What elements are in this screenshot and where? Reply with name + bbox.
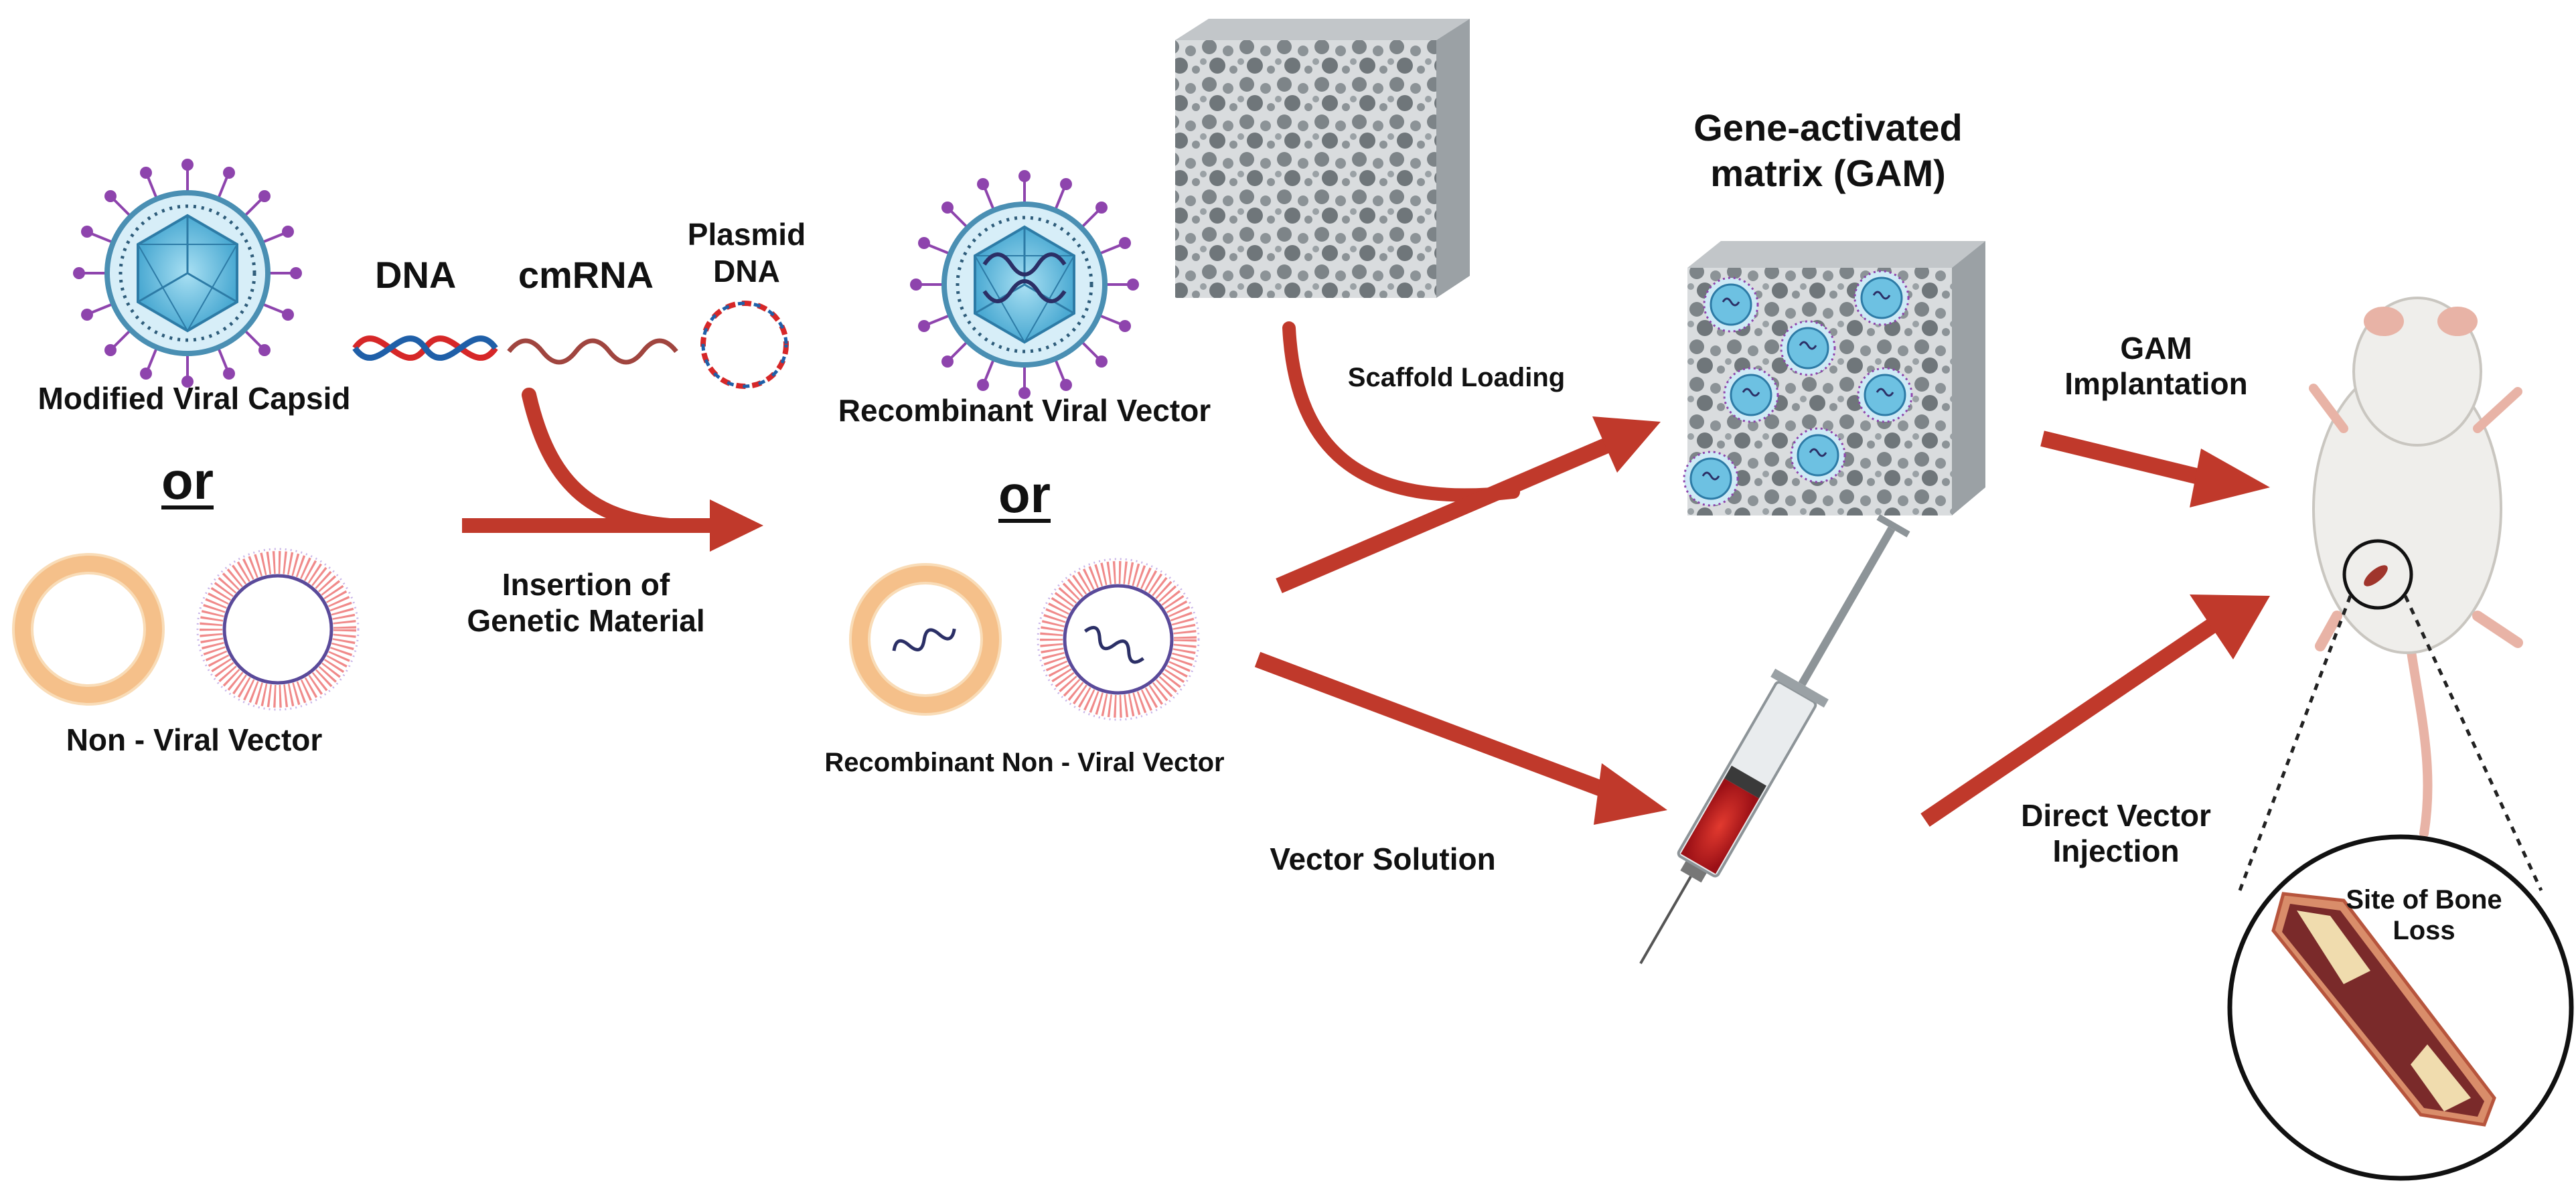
upper-path-arrow [1276, 416, 1661, 594]
site-bone-loss-line2: Loss [2393, 916, 2455, 945]
porous-scaffold-icon [1175, 19, 1470, 298]
insertion-label-line1: Insertion of [502, 567, 670, 602]
plasmid-ring-icon [700, 301, 789, 389]
site-bone-loss-line1: Site of Bone [2346, 885, 2502, 915]
recombinant-non-viral-vector-label: Recombinant Non - Viral Vector [824, 748, 1225, 777]
or-label-left: or [161, 451, 214, 510]
modified-viral-capsid-label: Modified Viral Capsid [37, 381, 351, 416]
scaffold-loading-arrow [1282, 321, 1520, 502]
vector-solution-label: Vector Solution [1270, 842, 1496, 876]
cmrna-label: cmRNA [518, 254, 654, 296]
plasmid-label-line1: Plasmid [687, 217, 806, 252]
insertion-arrow [462, 388, 763, 552]
zoom-line-left [2238, 595, 2352, 891]
vector-solution-arrow [1254, 651, 1667, 825]
mrna-strand-icon [507, 338, 678, 365]
non-viral-vector-label: Non - Viral Vector [66, 722, 323, 757]
dna-label: DNA [375, 254, 457, 296]
lipid-nanoparticle-icon [198, 549, 358, 710]
virus-capsid-icon [73, 159, 302, 388]
plasmid-label-line2: DNA [713, 254, 780, 289]
scaffold-loading-label: Scaffold Loading [1347, 363, 1566, 392]
recombinant-virus-icon [910, 170, 1139, 399]
zoom-line-right [2403, 594, 2543, 892]
gam-title-line1: Gene-activated [1693, 106, 1963, 149]
mouse-icon [2309, 297, 2523, 838]
or-label-middle: or [998, 465, 1051, 524]
gam-scaffold-icon [1683, 241, 1985, 516]
dna-double-helix-icon [352, 335, 498, 361]
recombinant-liposome-icon [850, 564, 1000, 714]
recombinant-viral-vector-label: Recombinant Viral Vector [838, 393, 1211, 428]
insertion-label-line2: Genetic Material [467, 603, 705, 638]
gam-title-line2: matrix (GAM) [1710, 152, 1946, 194]
gam-implantation-arrow [2040, 430, 2270, 507]
direct-injection-line2: Injection [2052, 834, 2180, 868]
direct-injection-line1: Direct Vector [2021, 798, 2211, 833]
gam-implantation-line2: Implantation [2064, 366, 2248, 401]
direct-injection-arrow [1920, 594, 2270, 827]
recombinant-lnp-icon [1038, 559, 1199, 720]
syringe-icon [1639, 514, 1910, 965]
bone-defect-icon [2227, 834, 2574, 1181]
liposome-icon [13, 554, 163, 704]
gam-implantation-line1: GAM [2120, 331, 2192, 366]
